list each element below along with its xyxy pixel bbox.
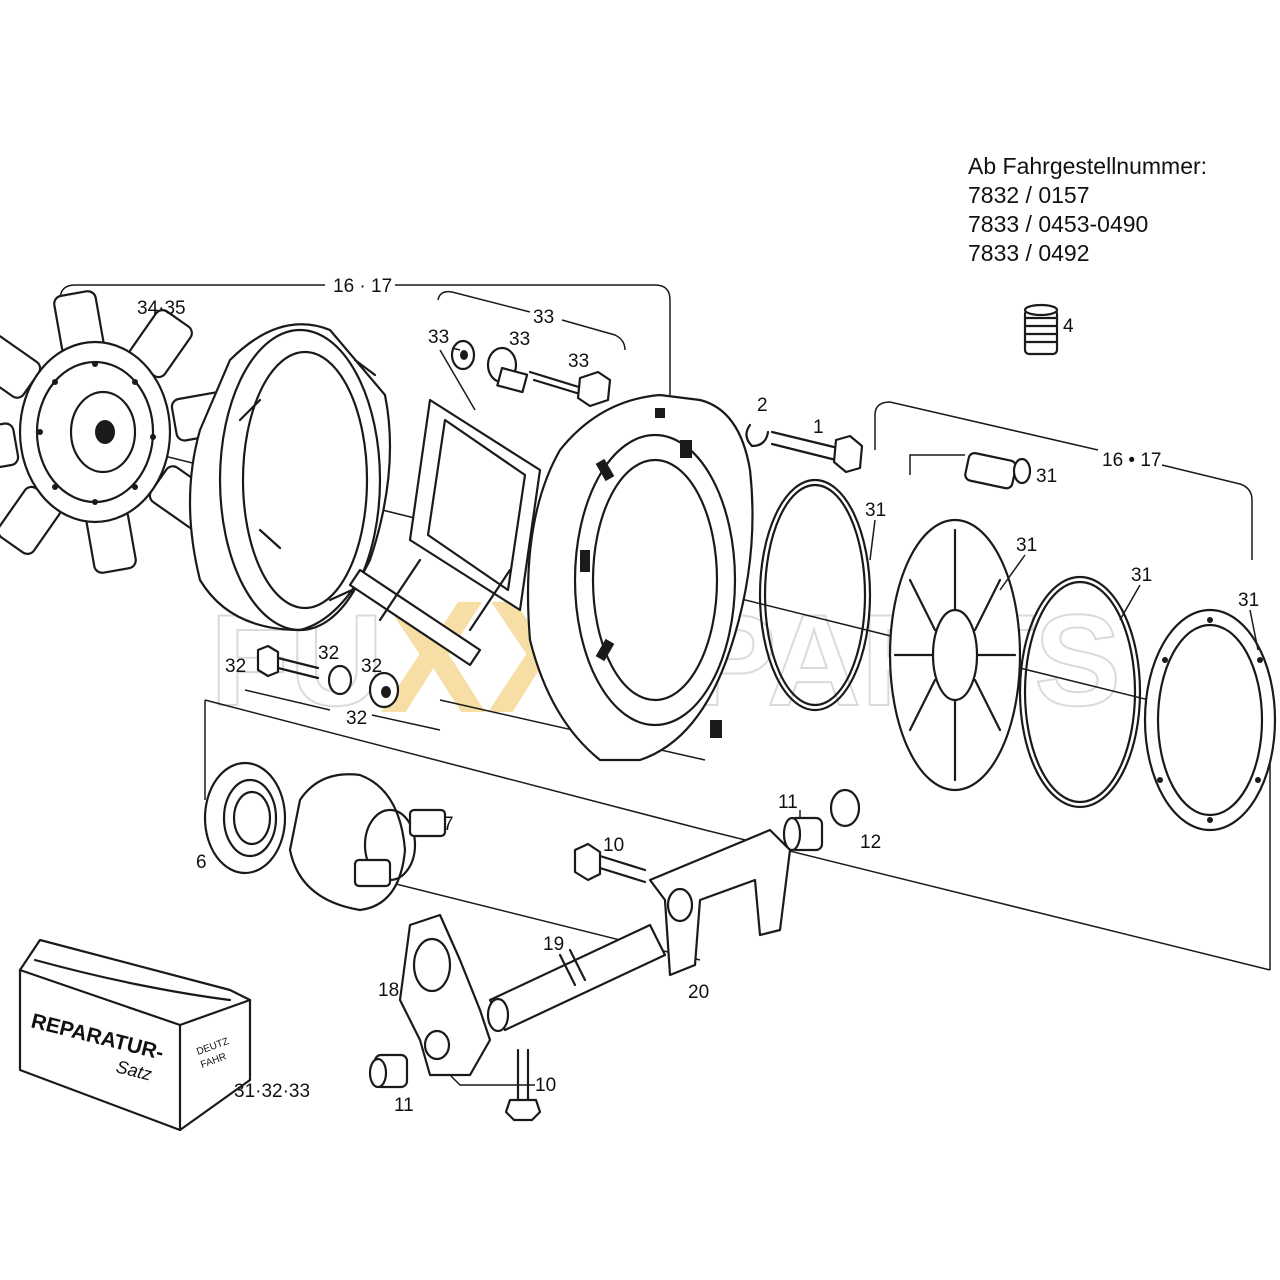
bracket-32 — [244, 689, 441, 731]
bolt-32 — [256, 644, 400, 709]
callout-10-upper: 10 — [603, 835, 624, 856]
bushing-11-lower — [368, 1053, 409, 1089]
bearing-6 — [203, 761, 287, 875]
callout-31-diaphragm: 31 — [1016, 535, 1037, 556]
bushing-11-upper — [782, 816, 824, 852]
pressure-plate-cover — [188, 323, 392, 632]
callout-32-bolt: 32 — [225, 656, 246, 677]
callout-32-washer: 32 — [318, 643, 339, 664]
callout-2: 2 — [757, 395, 768, 416]
callout-31-ring-a: 31 — [865, 500, 886, 521]
spring-4 — [1023, 303, 1059, 356]
diaphragm-spring-31 — [888, 518, 1022, 792]
callout-12: 12 — [860, 832, 881, 853]
callout-labels: 16 · 17 34·35 33 33 33 33 4 2 1 16 • 17 … — [137, 276, 1259, 1116]
release-fork-20 — [648, 828, 792, 977]
chassis-note-line-1: 7832 / 0157 — [968, 182, 1090, 208]
callout-33-washer: 33 — [428, 327, 449, 348]
chassis-note-line-2: 7833 / 0453-0490 — [968, 211, 1149, 237]
bracket-18 — [398, 913, 492, 1077]
bracket-16-17-right — [874, 401, 1253, 560]
leader-lines — [439, 347, 1259, 1086]
callout-34-35: 34·35 — [137, 298, 186, 319]
callout-11-upper: 11 — [778, 792, 798, 813]
bolt-10-upper — [573, 842, 647, 884]
pin-31 — [964, 452, 1032, 490]
cap-12 — [829, 788, 861, 828]
chassis-note-line-3: 7833 / 0492 — [968, 240, 1090, 266]
repair-kit-box: REPARATUR- Satz DEUTZ FAHR — [18, 938, 252, 1132]
release-lever-frame — [348, 398, 542, 667]
callout-33-bolt: 33 — [568, 351, 589, 372]
clutch-disc — [0, 290, 237, 574]
callout-32-bracket: 32 — [346, 708, 367, 729]
callout-7: 7 — [443, 814, 454, 835]
callout-19: 19 — [543, 934, 564, 955]
bolt-10-lower — [504, 1048, 542, 1122]
callout-20: 20 — [688, 982, 709, 1003]
o-ring-31-b — [1018, 575, 1142, 809]
callout-16-17-left: 16 · 17 — [333, 276, 392, 297]
lock-washer-2 — [745, 423, 770, 448]
callout-11-lower: 11 — [394, 1095, 414, 1116]
bolt-set-33 — [450, 339, 612, 408]
callout-18: 18 — [378, 980, 399, 1001]
o-ring-31-a — [758, 478, 872, 712]
clutch-cover-ring — [526, 393, 754, 762]
callout-33-sleeve: 33 — [509, 329, 530, 350]
bracket-33 — [437, 290, 626, 351]
chassis-note-title: Ab Fahrgestellnummer: — [968, 153, 1208, 179]
callout-31-pin: 31 — [1036, 466, 1057, 487]
callout-32-sleeve: 32 — [361, 656, 382, 677]
gasket-31 — [1143, 608, 1277, 832]
callout-10-lower: 10 — [535, 1075, 556, 1096]
callout-31-ring-b: 31 — [1131, 565, 1152, 586]
callout-31-gasket: 31 — [1238, 590, 1259, 611]
bolt-1 — [770, 430, 864, 474]
callout-kit-set: 31·32·33 — [234, 1081, 310, 1102]
callout-1: 1 — [813, 417, 824, 438]
shaft-19 — [486, 923, 667, 1033]
callout-6: 6 — [196, 852, 207, 873]
callout-33-bracket: 33 — [533, 307, 554, 328]
release-sleeve-7 — [288, 773, 447, 912]
callout-4: 4 — [1063, 316, 1074, 337]
callout-16-17-right: 16 • 17 — [1102, 450, 1161, 471]
chassis-number-note: Ab Fahrgestellnummer: 7832 / 0157 7833 /… — [968, 152, 1207, 268]
